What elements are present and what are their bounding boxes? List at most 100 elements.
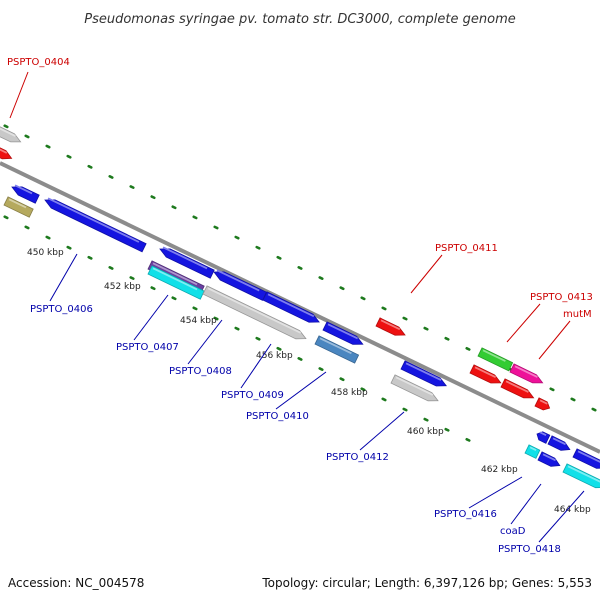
guide-dot	[381, 306, 387, 311]
guide-dot	[360, 387, 366, 392]
callout-mutm-label: mutM	[563, 309, 592, 320]
gene-block-red-0415	[534, 397, 551, 411]
guide-dot	[66, 154, 72, 159]
guide-dot	[3, 124, 9, 129]
tick-label-1: 452 kbp	[104, 282, 141, 292]
guide-dot	[3, 215, 9, 220]
gene-block-blue-0415	[536, 431, 551, 444]
guide-dot	[360, 296, 366, 301]
guide-dot	[108, 266, 114, 270]
gene-block-upper-0412	[400, 360, 448, 387]
guide-dot	[570, 397, 576, 402]
callout-pspto-0404-leader	[9, 71, 29, 119]
dotted-guides	[3, 124, 597, 442]
gene-block-red-0413	[469, 364, 502, 384]
guide-dot	[171, 205, 177, 210]
guide-dot	[234, 326, 240, 331]
gene-block-pspto-0406	[44, 197, 147, 253]
callout-pspto-0416-label: PSPTO_0416	[434, 509, 497, 520]
map-title: Pseudomonas syringae pv. tomato str. DC3…	[84, 12, 516, 27]
guide-dot	[45, 235, 51, 240]
gene-block-blue-0418	[572, 448, 600, 469]
guide-dot	[213, 225, 219, 230]
callout-pspto-0408-label: PSPTO_0408	[169, 366, 232, 377]
guide-dot	[150, 286, 156, 291]
guide-dot	[381, 397, 387, 402]
callout-coad-label: coaD	[500, 526, 526, 537]
callout-pspto-0408-leader	[187, 319, 223, 365]
guide-dot	[213, 316, 219, 321]
callout-pspto-0412-leader	[359, 411, 405, 451]
guide-dot	[318, 367, 324, 371]
gene-block-pspto-0404	[0, 126, 22, 143]
guide-dot	[297, 266, 303, 270]
guide-dot	[465, 437, 471, 442]
tick-label-5: 460 kbp	[407, 427, 444, 437]
gene-block-upper-0410	[322, 321, 364, 345]
callout-pspto-0413-label: PSPTO_0413	[530, 292, 593, 303]
guide-dot	[45, 144, 51, 149]
guide-dot	[549, 387, 555, 392]
callout-pspto-0409-leader	[240, 343, 272, 389]
callout-pspto-0406-leader	[49, 253, 78, 302]
guide-dot	[423, 417, 429, 422]
gene-block-pspto-0416	[524, 444, 541, 459]
callout-pspto-0411-leader	[410, 254, 443, 294]
guide-dot	[87, 255, 93, 260]
tick-label-6: 462 kbp	[481, 465, 518, 475]
callout-pspto-0409-label: PSPTO_0409	[221, 390, 284, 401]
callout-pspto-0410-label: PSPTO_0410	[246, 411, 309, 422]
gene-block-olive	[3, 196, 34, 218]
guide-dot	[234, 235, 240, 240]
guide-dot	[444, 427, 450, 432]
tick-label-4: 458 kbp	[331, 388, 368, 398]
guide-dot	[108, 175, 114, 179]
gene-block-reverse-0405	[11, 184, 40, 204]
callout-pspto-0411-label: PSPTO_0411	[435, 243, 498, 254]
gene-block-cyan-0407	[147, 265, 205, 300]
callout-pspto-0406-label: PSPTO_0406	[30, 304, 93, 315]
gene-block-pspto-0410	[314, 335, 360, 364]
gene-block-upper-0407	[159, 246, 215, 279]
accession-label: Accession: NC_004578	[8, 576, 144, 590]
gene-block-pspto-0408	[202, 285, 307, 340]
guide-dot	[129, 276, 135, 280]
callout-pspto-0416-leader	[468, 476, 523, 509]
callout-pspto-0413-leader	[506, 303, 541, 343]
guide-dot	[591, 407, 597, 412]
guide-dot	[150, 195, 156, 200]
callout-pspto-0407-label: PSPTO_0407	[116, 342, 179, 353]
topology-label: Topology: circular; Length: 6,397,126 bp…	[261, 576, 592, 590]
callout-pspto-0418-label: PSPTO_0418	[498, 544, 561, 555]
callout-pspto-0410-leader	[275, 371, 327, 410]
gene-block-mutm	[509, 363, 544, 384]
callout-pspto-0407-leader	[133, 294, 169, 341]
callout-coad-leader	[510, 483, 542, 525]
guide-dot	[255, 245, 261, 250]
guide-dot	[276, 255, 282, 260]
callout-pspto-0418-leader	[538, 490, 585, 543]
callout-pspto-0404-label: PSPTO_0404	[7, 57, 70, 68]
gene-block-pspto-0411	[375, 317, 406, 336]
gene-block-pspto-0413	[477, 347, 514, 372]
tick-label-2: 454 kbp	[180, 316, 217, 326]
gene-block-forward-0405	[0, 147, 13, 160]
guide-dot	[276, 346, 282, 351]
guide-dot	[423, 326, 429, 331]
gene-block-blue-0416	[547, 435, 571, 451]
guide-dot	[129, 185, 135, 189]
gene-features	[0, 126, 600, 489]
gene-block-red-0414	[500, 378, 535, 399]
guide-dot	[339, 377, 345, 382]
gene-block-pspto-0409	[262, 291, 320, 323]
tick-label-7: 464 kbp	[554, 505, 591, 515]
guide-dot	[465, 346, 471, 351]
tick-label-0: 450 kbp	[27, 248, 64, 258]
gene-block-pspto-0418	[562, 463, 600, 489]
guide-dot	[297, 357, 303, 361]
guide-dot	[402, 316, 408, 321]
guide-dot	[24, 134, 30, 139]
